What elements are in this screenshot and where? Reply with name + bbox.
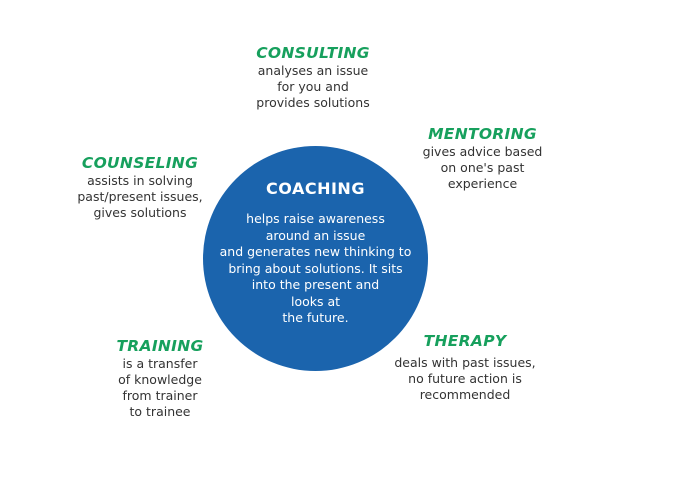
mentoring-description: gives advice based on one's past experie… [422,144,543,191]
coaching-description: helps raise awareness around an issue an… [219,211,412,325]
consulting-title: CONSULTING [256,44,370,62]
coaching-title: COACHING [266,179,365,198]
therapy-title: THERAPY [423,332,507,350]
counseling-description: assists in solving past/present issues, … [77,173,203,220]
training-block: TRAINING is a transfer of knowledge from… [90,337,230,420]
consulting-description: analyses an issue for you and provides s… [256,63,370,110]
counseling-block: COUNSELING assists in solving past/prese… [60,154,220,221]
coaching-circle: COACHING helps raise awareness around an… [203,146,428,371]
mentoring-block: MENTORING gives advice based on one's pa… [395,125,570,192]
consulting-block: CONSULTING analyses an issue for you and… [228,44,398,111]
training-description: is a transfer of knowledge from trainer … [118,356,202,419]
therapy-block: THERAPY deals with past issues, no futur… [380,332,550,403]
counseling-title: COUNSELING [81,154,199,172]
therapy-description: deals with past issues, no future action… [394,355,536,402]
mentoring-title: MENTORING [428,125,537,143]
training-title: TRAINING [116,337,204,355]
